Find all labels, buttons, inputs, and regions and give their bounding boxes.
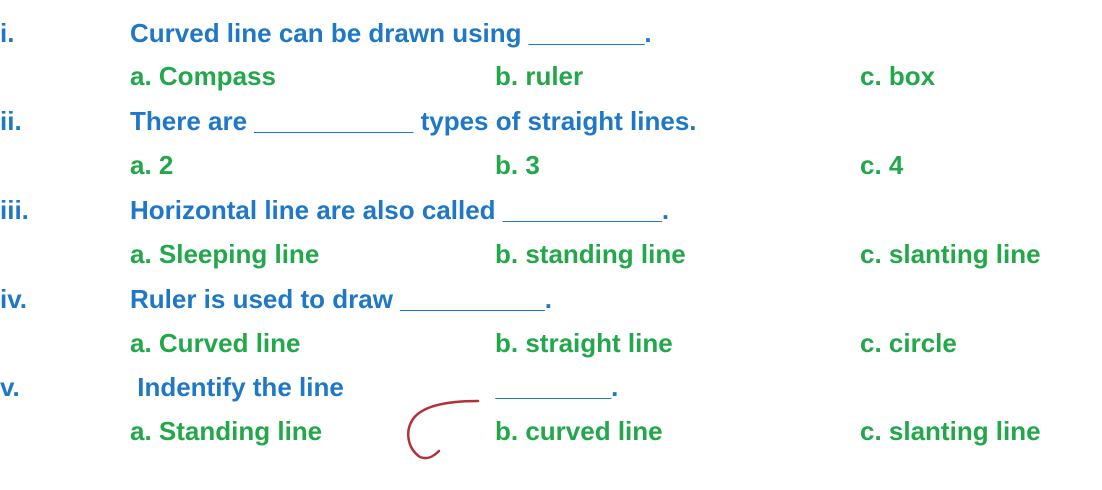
question-1-option-a: a. Compass <box>130 61 276 91</box>
question-4-option-b: b. straight line <box>495 328 673 358</box>
question-5-options: a. Standing line b. curved line c. slant… <box>0 406 1102 456</box>
question-2-number: ii. <box>0 106 22 136</box>
question-3-option-c: c. slanting line <box>860 239 1041 269</box>
curved-line-stroke <box>407 399 480 460</box>
question-3-options: a. Sleeping line b. standing line c. sla… <box>0 229 1102 279</box>
question-5-number: v. <box>0 372 20 402</box>
question-5-option-b: b. curved line <box>495 416 663 446</box>
question-2: ii. There are ___________ types of strai… <box>0 96 1102 146</box>
question-3-number: iii. <box>0 195 29 225</box>
question-4: iv. Ruler is used to draw __________. <box>0 274 1102 324</box>
question-2-options: a. 2 b. 3 c. 4 <box>0 140 1102 190</box>
question-4-options: a. Curved line b. straight line c. circl… <box>0 318 1102 368</box>
question-1-option-b: b. ruler <box>495 61 584 91</box>
question-4-option-a: a. Curved line <box>130 328 301 358</box>
question-1: i. Curved line can be drawn using ______… <box>0 8 1102 58</box>
question-2-option-a: a. 2 <box>130 150 174 180</box>
question-1-text: Curved line can be drawn using ________. <box>130 18 652 48</box>
question-3-text: Horizontal line are also called ________… <box>130 195 670 225</box>
question-5: v. Indentify the line ________. <box>0 362 1102 412</box>
question-2-option-b: b. 3 <box>495 150 540 180</box>
question-3: iii. Horizontal line are also called ___… <box>0 185 1102 235</box>
question-1-option-c: c. box <box>860 61 936 91</box>
question-4-number: iv. <box>0 284 27 314</box>
question-1-options: a. Compass b. ruler c. box <box>0 51 1102 101</box>
question-4-text: Ruler is used to draw __________. <box>130 284 552 314</box>
question-3-option-a: a. Sleeping line <box>130 239 320 269</box>
question-2-text: There are ___________ types of straight … <box>130 106 697 136</box>
question-4-option-c: c. circle <box>860 328 957 358</box>
curved-line-icon <box>407 399 480 460</box>
question-5-text: Indentify the line ________. <box>130 372 619 402</box>
question-5-option-c: c. slanting line <box>860 416 1041 446</box>
question-2-option-c: c. 4 <box>860 150 904 180</box>
question-3-option-b: b. standing line <box>495 239 686 269</box>
question-5-option-a: a. Standing line <box>130 416 323 446</box>
question-1-number: i. <box>0 18 15 48</box>
